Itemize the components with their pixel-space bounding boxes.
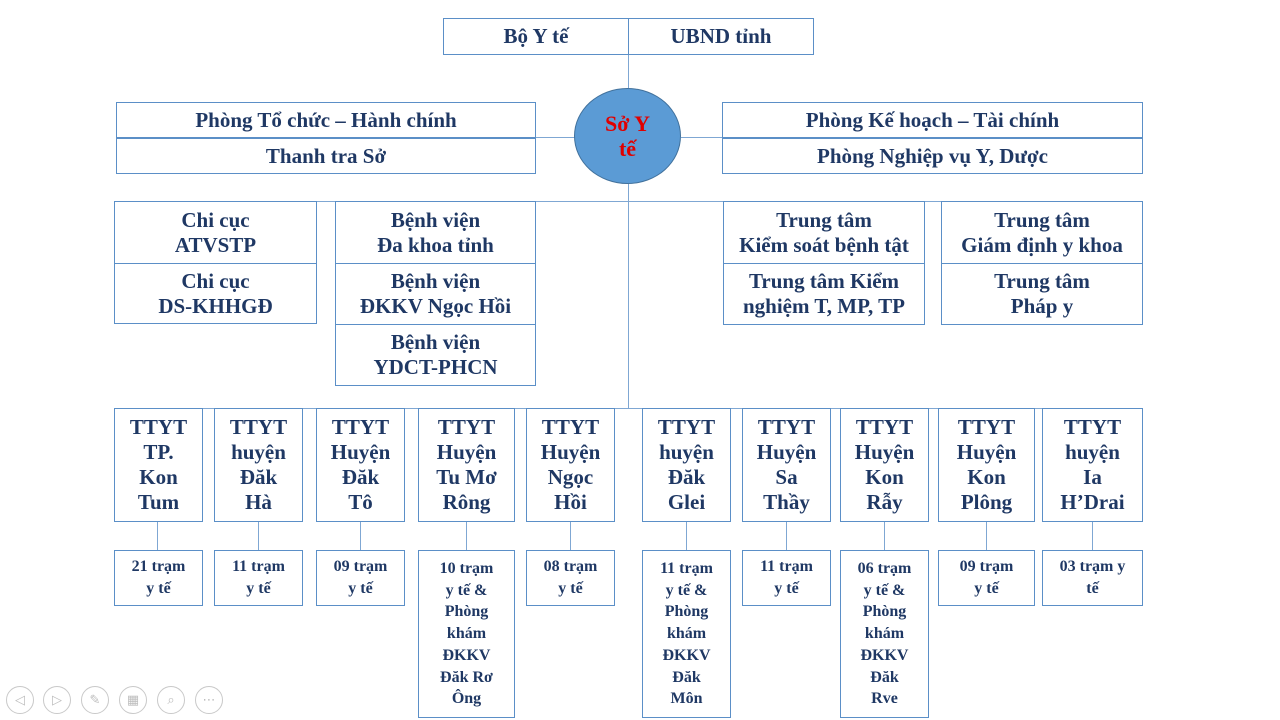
connector-right-horizontal — [681, 137, 723, 138]
next-icon[interactable]: ▷ — [43, 686, 71, 714]
stations-box: 21 trạm y tế — [114, 550, 203, 606]
zoom-icon[interactable]: ⌕ — [157, 686, 185, 714]
stations-box: 09 trạm y tế — [316, 550, 405, 606]
connector-ttyt-6 — [686, 521, 687, 550]
stations-box: 03 trạm y tế — [1042, 550, 1143, 606]
connector-ttyt-3 — [360, 521, 361, 550]
more-icon[interactable]: ⋯ — [195, 686, 223, 714]
connector-units-horizontal — [215, 201, 1041, 202]
unit-testing-center: Trung tâm Kiểm nghiệm T, MP, TP — [723, 263, 925, 325]
stations-box: 11 trạm y tế & Phòng khám ĐKKV Đăk Môn — [642, 550, 731, 718]
connector-ttyt-9 — [986, 521, 987, 550]
connector-top-vertical — [628, 54, 629, 88]
ttyt-box: TTYT Huyện Kon Rẫy — [840, 408, 929, 522]
connector-main-vertical — [628, 184, 629, 408]
ttyt-box: TTYT Huyện Sa Thầy — [742, 408, 831, 522]
connector-ttyt-horizontal — [158, 408, 1091, 409]
slides-icon[interactable]: ▦ — [119, 686, 147, 714]
stations-box: 06 trạm y tế & Phòng khám ĐKKV Đăk Rve — [840, 550, 929, 718]
stations-box: 11 trạm y tế — [214, 550, 303, 606]
pen-icon[interactable]: ✎ — [81, 686, 109, 714]
ttyt-box: TTYT Huyện Kon Plông — [938, 408, 1035, 522]
dept-planning-finance: Phòng Kế hoạch – Tài chính — [722, 102, 1143, 138]
connector-ttyt-5 — [570, 521, 571, 550]
stations-box: 09 trạm y tế — [938, 550, 1035, 606]
previous-icon[interactable]: ◁ — [6, 686, 34, 714]
unit-ngoc-hoi-hospital: Bệnh viện ĐKKV Ngọc Hồi — [335, 263, 536, 325]
dept-organization-admin: Phòng Tổ chức – Hành chính — [116, 102, 536, 138]
stations-box: 11 trạm y tế — [742, 550, 831, 606]
connector-left-horizontal — [535, 137, 575, 138]
connector-ttyt-8 — [884, 521, 885, 550]
unit-chi-cuc-atvstp: Chi cục ATVSTP — [114, 201, 317, 264]
connector-ttyt-10 — [1092, 521, 1093, 550]
stations-box: 10 trạm y tế & Phòng khám ĐKKV Đăk Rơ Ôn… — [418, 550, 515, 718]
ttyt-box: TTYT Huyện Đăk Tô — [316, 408, 405, 522]
unit-forensic-center: Trung tâm Pháp y — [941, 263, 1143, 325]
ministry-box: Bộ Y tế — [443, 18, 629, 55]
connector-ttyt-1 — [157, 521, 158, 550]
stations-box: 08 trạm y tế — [526, 550, 615, 606]
unit-ydct-hospital: Bệnh viện YDCT-PHCN — [335, 324, 536, 386]
department-of-health-node: Sở Y tế — [574, 88, 681, 184]
ttyt-box: TTYT huyện Đăk Glei — [642, 408, 731, 522]
ttyt-box: TTYT huyện Đăk Hà — [214, 408, 303, 522]
ttyt-box: TTYT Huyện Tu Mơ Rông — [418, 408, 515, 522]
dept-medical-pharma: Phòng Nghiệp vụ Y, Dược — [722, 138, 1143, 174]
province-box: UBND tỉnh — [628, 18, 814, 55]
connector-ttyt-7 — [786, 521, 787, 550]
ttyt-box: TTYT Huyện Ngọc Hồi — [526, 408, 615, 522]
unit-medical-assessment-center: Trung tâm Giám định y khoa — [941, 201, 1143, 264]
unit-chi-cuc-dskhhgd: Chi cục DS-KHHGĐ — [114, 263, 317, 324]
ttyt-box: TTYT huyện Ia H’Drai — [1042, 408, 1143, 522]
connector-ttyt-2 — [258, 521, 259, 550]
ttyt-box: TTYT TP. Kon Tum — [114, 408, 203, 522]
unit-provincial-hospital: Bệnh viện Đa khoa tỉnh — [335, 201, 536, 264]
connector-ttyt-4 — [466, 521, 467, 550]
unit-disease-control-center: Trung tâm Kiểm soát bệnh tật — [723, 201, 925, 264]
dept-inspection: Thanh tra Sở — [116, 138, 536, 174]
